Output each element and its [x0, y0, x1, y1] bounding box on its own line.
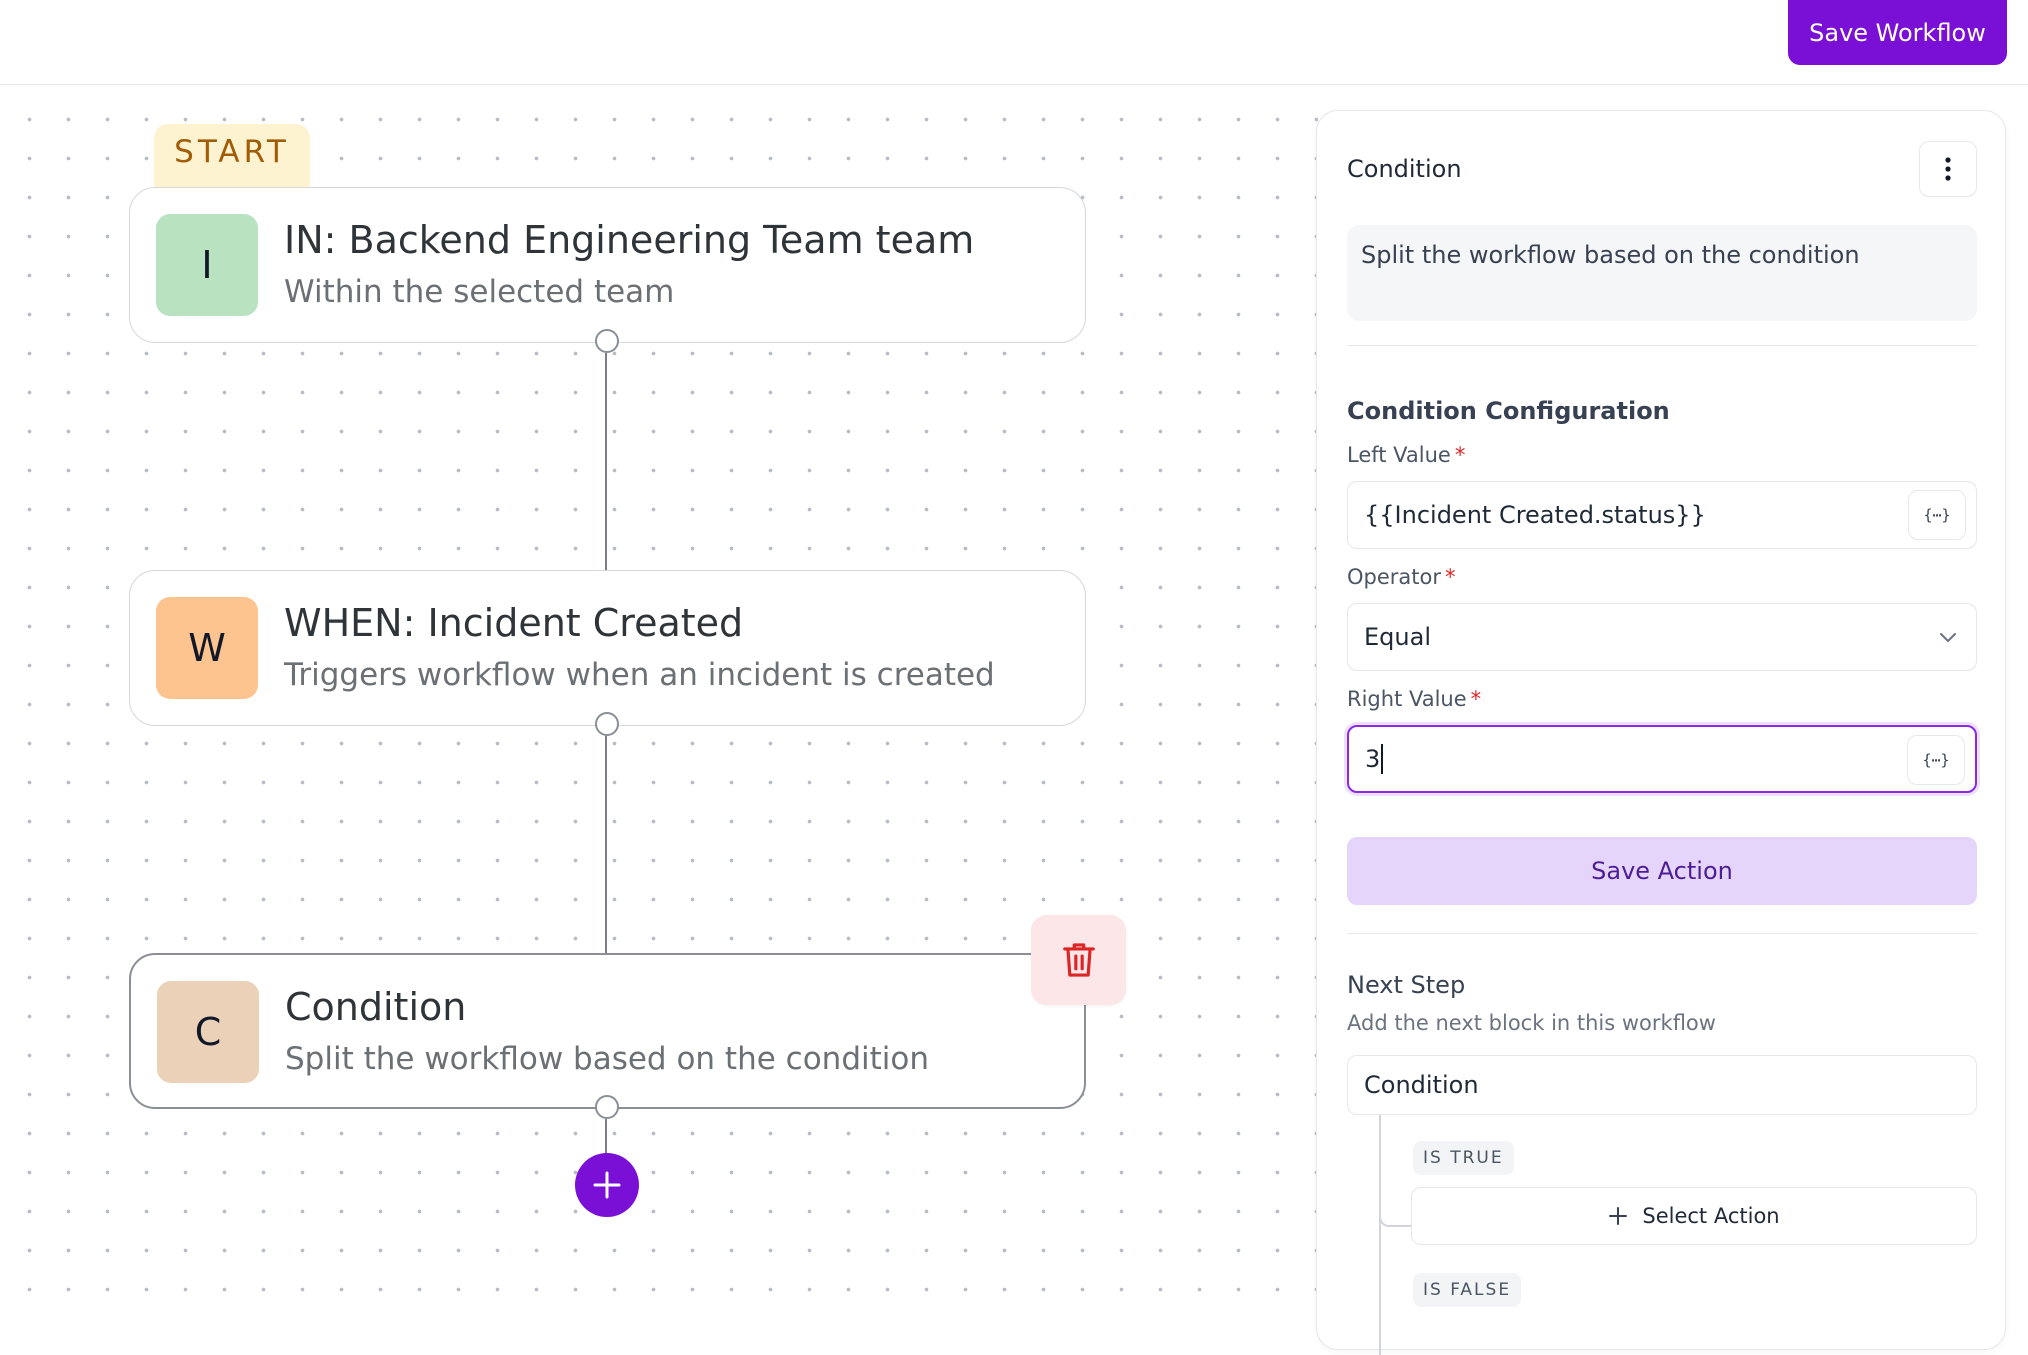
config-heading: Condition Configuration [1347, 397, 1670, 425]
select-action-button[interactable]: Select Action [1411, 1187, 1977, 1245]
node-avatar: I [156, 214, 258, 316]
edge-connector [605, 736, 607, 1028]
node-subtitle: Within the selected team [284, 274, 675, 310]
node-config-panel: Condition Split the workflow based on th… [1316, 110, 2006, 1355]
add-node-button[interactable] [575, 1153, 639, 1217]
operator-value: Equal [1364, 623, 1431, 651]
node-avatar: C [157, 981, 259, 1083]
next-step-title: Next Step [1347, 971, 1466, 999]
variable-picker-button[interactable]: {⋯} [1908, 490, 1966, 540]
required-marker: * [1445, 565, 1456, 589]
right-value-text: 3 [1365, 745, 1381, 773]
right-value-label: Right Value* [1347, 687, 1481, 711]
node-output-handle[interactable] [595, 712, 619, 736]
top-bar: Save Workflow [0, 0, 2028, 85]
required-marker: * [1454, 443, 1466, 467]
kebab-menu-icon [1945, 157, 1951, 181]
description-textarea[interactable]: Split the workflow based on the conditio… [1347, 225, 1977, 321]
edge-connector [605, 1119, 607, 1155]
branch-connector [1379, 1211, 1411, 1227]
is-true-tag: IS TRUE [1413, 1141, 1514, 1175]
label-text: Operator [1347, 565, 1441, 589]
workflow-canvas[interactable]: START I IN: Backend Engineering Team tea… [0, 86, 1318, 1308]
node-subtitle: Split the workflow based on the conditio… [285, 1041, 929, 1077]
is-false-tag: IS FALSE [1413, 1273, 1522, 1307]
left-value-label: Left Value* [1347, 443, 1465, 467]
divider [1347, 933, 1977, 934]
save-workflow-button[interactable]: Save Workflow [1788, 0, 2007, 65]
node-title: Condition [285, 985, 467, 1029]
more-options-button[interactable] [1919, 141, 1977, 197]
chevron-down-icon [1940, 633, 1956, 642]
trash-icon [1062, 943, 1095, 977]
branch-tree-line [1379, 1115, 1381, 1355]
start-badge: START [154, 124, 310, 190]
next-step-subtitle: Add the next block in this workflow [1347, 1011, 1716, 1035]
divider [1347, 345, 1977, 346]
node-output-handle[interactable] [595, 1095, 619, 1119]
workflow-node-trigger[interactable]: W WHEN: Incident Created Triggers workfl… [129, 570, 1086, 726]
operator-label: Operator* [1347, 565, 1456, 589]
delete-node-button[interactable] [1031, 915, 1126, 1005]
select-action-label: Select Action [1642, 1204, 1780, 1228]
variable-picker-button[interactable]: {⋯} [1907, 735, 1965, 785]
plus-icon [593, 1171, 621, 1199]
required-marker: * [1470, 687, 1482, 711]
save-action-button[interactable]: Save Action [1347, 837, 1977, 905]
node-title: IN: Backend Engineering Team team [284, 218, 975, 262]
node-subtitle: Triggers workflow when an incident is cr… [284, 657, 995, 693]
node-output-handle[interactable] [595, 329, 619, 353]
right-value-input[interactable]: 3 {⋯} [1347, 725, 1977, 793]
node-avatar: W [156, 597, 258, 699]
edge-connector [605, 353, 607, 645]
label-text: Right Value [1347, 687, 1467, 711]
panel-title: Condition [1347, 155, 1462, 183]
plus-icon [1609, 1207, 1628, 1225]
next-block-condition[interactable]: Condition [1347, 1055, 1977, 1115]
label-text: Left Value [1347, 443, 1451, 467]
left-value-text: {{Incident Created.status}} [1364, 501, 1706, 529]
node-title: WHEN: Incident Created [284, 601, 744, 645]
workflow-node-team[interactable]: I IN: Backend Engineering Team team With… [129, 187, 1086, 343]
workflow-node-condition[interactable]: C Condition Split the workflow based on … [129, 953, 1086, 1109]
text-cursor [1381, 744, 1384, 774]
left-value-input[interactable]: {{Incident Created.status}} {⋯} [1347, 481, 1977, 549]
operator-select[interactable]: Equal [1347, 603, 1977, 671]
